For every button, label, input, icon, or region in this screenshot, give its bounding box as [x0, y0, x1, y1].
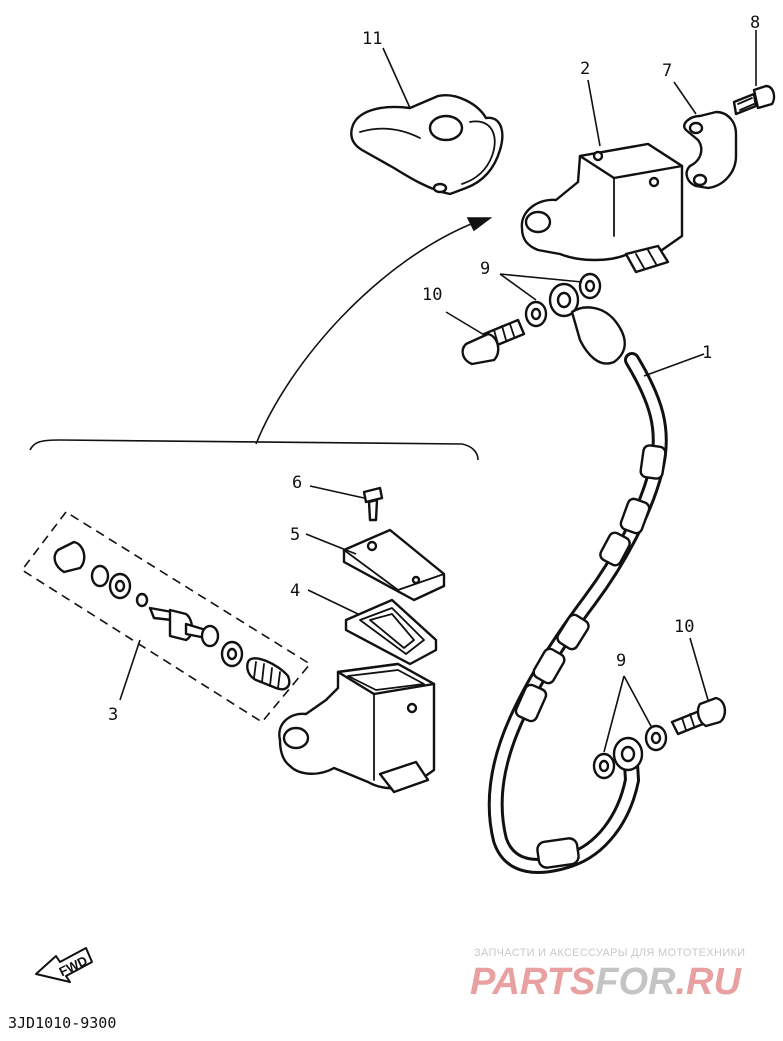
callout-8: 8: [750, 13, 760, 33]
part-11-lever-cover[interactable]: [350, 94, 504, 196]
exploded-view-bracket: [29, 217, 493, 461]
watermark-brand-b: FOR: [595, 961, 676, 1003]
part-3-piston-kit[interactable]: [20, 510, 312, 724]
watermark-tagline: ЗАПЧАСТИ И АКСЕССУАРЫ ДЛЯ МОТОТЕХНИКИ: [474, 947, 745, 959]
part-4-diaphragm[interactable]: [344, 598, 438, 666]
callout-11: 11: [362, 29, 382, 49]
watermark-brand-c: .RU: [676, 961, 743, 1003]
part-9-washers-bottom[interactable]: [592, 724, 668, 780]
part-5-cap[interactable]: [342, 528, 446, 602]
svg-text:PARTSFOR.RU: PARTSFOR.RU: [470, 961, 743, 1003]
diagram-code: 3JD1010-9300: [8, 1014, 116, 1032]
callout-4: 4: [290, 581, 300, 601]
part-6-screw[interactable]: [362, 486, 384, 522]
callout-9-bottom: 9: [616, 651, 626, 671]
fwd-label: FWD: [57, 953, 90, 979]
part-10-union-bolt-bottom[interactable]: [670, 696, 727, 736]
part-9-washers-top[interactable]: [524, 272, 602, 328]
fwd-arrow: FWD: [35, 947, 93, 983]
watermark-brand-a: PARTS: [470, 961, 595, 1003]
callout-3: 3: [108, 705, 118, 725]
callout-9-top: 9: [480, 259, 490, 279]
leader-lines: [119, 30, 757, 753]
part-1-brake-hose[interactable]: [487, 282, 668, 874]
callout-1: 1: [702, 343, 712, 363]
part-2-master-cylinder[interactable]: [520, 142, 684, 274]
callout-10-bottom: 10: [674, 617, 694, 637]
callout-2: 2: [580, 59, 590, 79]
part-10-union-bolt-top[interactable]: [461, 318, 526, 366]
callout-5: 5: [290, 525, 300, 545]
callout-10-top: 10: [422, 285, 442, 305]
callout-7: 7: [662, 61, 672, 81]
master-cylinder-body[interactable]: [278, 662, 436, 794]
part-7-holder[interactable]: [683, 110, 738, 190]
watermark: ЗАПЧАСТИ И АКСЕССУАРЫ ДЛЯ МОТОТЕХНИКИ PA…: [470, 947, 745, 1003]
callout-labels: 11 2 7 8 9 10 1 6 5 4 3 9 10: [108, 13, 760, 725]
part-8-bolt[interactable]: [732, 84, 776, 116]
callout-6: 6: [292, 473, 302, 493]
